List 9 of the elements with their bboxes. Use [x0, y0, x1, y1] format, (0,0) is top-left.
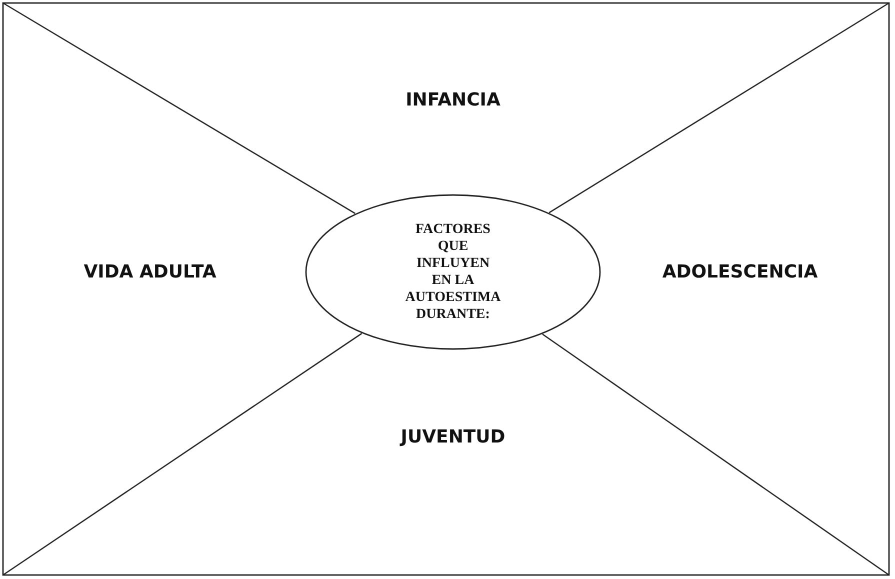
line — [2, 332, 362, 576]
region-label: VIDA ADULTA — [84, 262, 216, 282]
region-label: INFANCIA — [406, 90, 500, 110]
region-label: ADOLESCENCIA — [662, 262, 818, 282]
line — [542, 334, 890, 576]
line — [548, 2, 890, 214]
node-text: FACTORES QUE INFLUYEN EN LA AUTOESTIMA DURANTE: — [405, 221, 501, 323]
line — [2, 2, 356, 214]
region-label: JUVENTUD — [400, 426, 506, 448]
